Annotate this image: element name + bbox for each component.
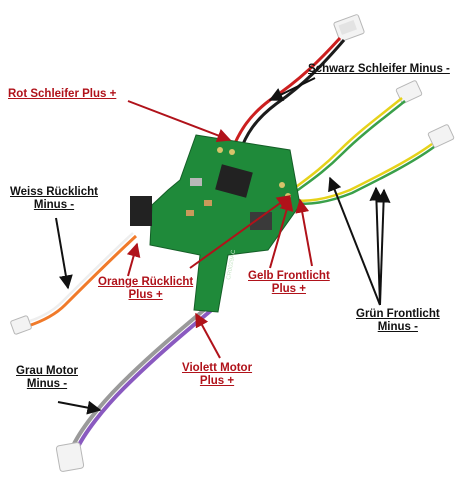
red-arrows [126,100,313,359]
label-rot-schleifer: Rot Schleifer Plus + [8,88,117,100]
frontlicht-wires [291,97,435,205]
decoder-board [130,134,301,313]
label-gruen-frontlicht: Grün Frontlicht Minus - [356,308,440,333]
frontlicht-connectors [395,80,455,148]
top-connector [333,14,365,42]
schleifer-wires [230,36,346,153]
label-orange-ruecklicht: Orange Rücklicht Plus + [98,276,194,301]
motor-wires [55,303,216,472]
black-arrows [55,77,391,415]
label-grau-motor: Grau Motor Minus - [16,365,78,390]
label-gelb-frontlicht: Gelb Frontlicht Plus + [248,270,330,295]
label-schwarz-schleifer: Schwarz Schleifer Minus - [308,63,450,75]
board-marking: CR0029AC [226,249,237,281]
label-violett-motor: Violett Motor Plus + [182,362,253,387]
label-weiss-ruecklicht: Weiss Rücklicht Minus - [10,186,98,211]
ruecklicht-wires [10,232,138,335]
